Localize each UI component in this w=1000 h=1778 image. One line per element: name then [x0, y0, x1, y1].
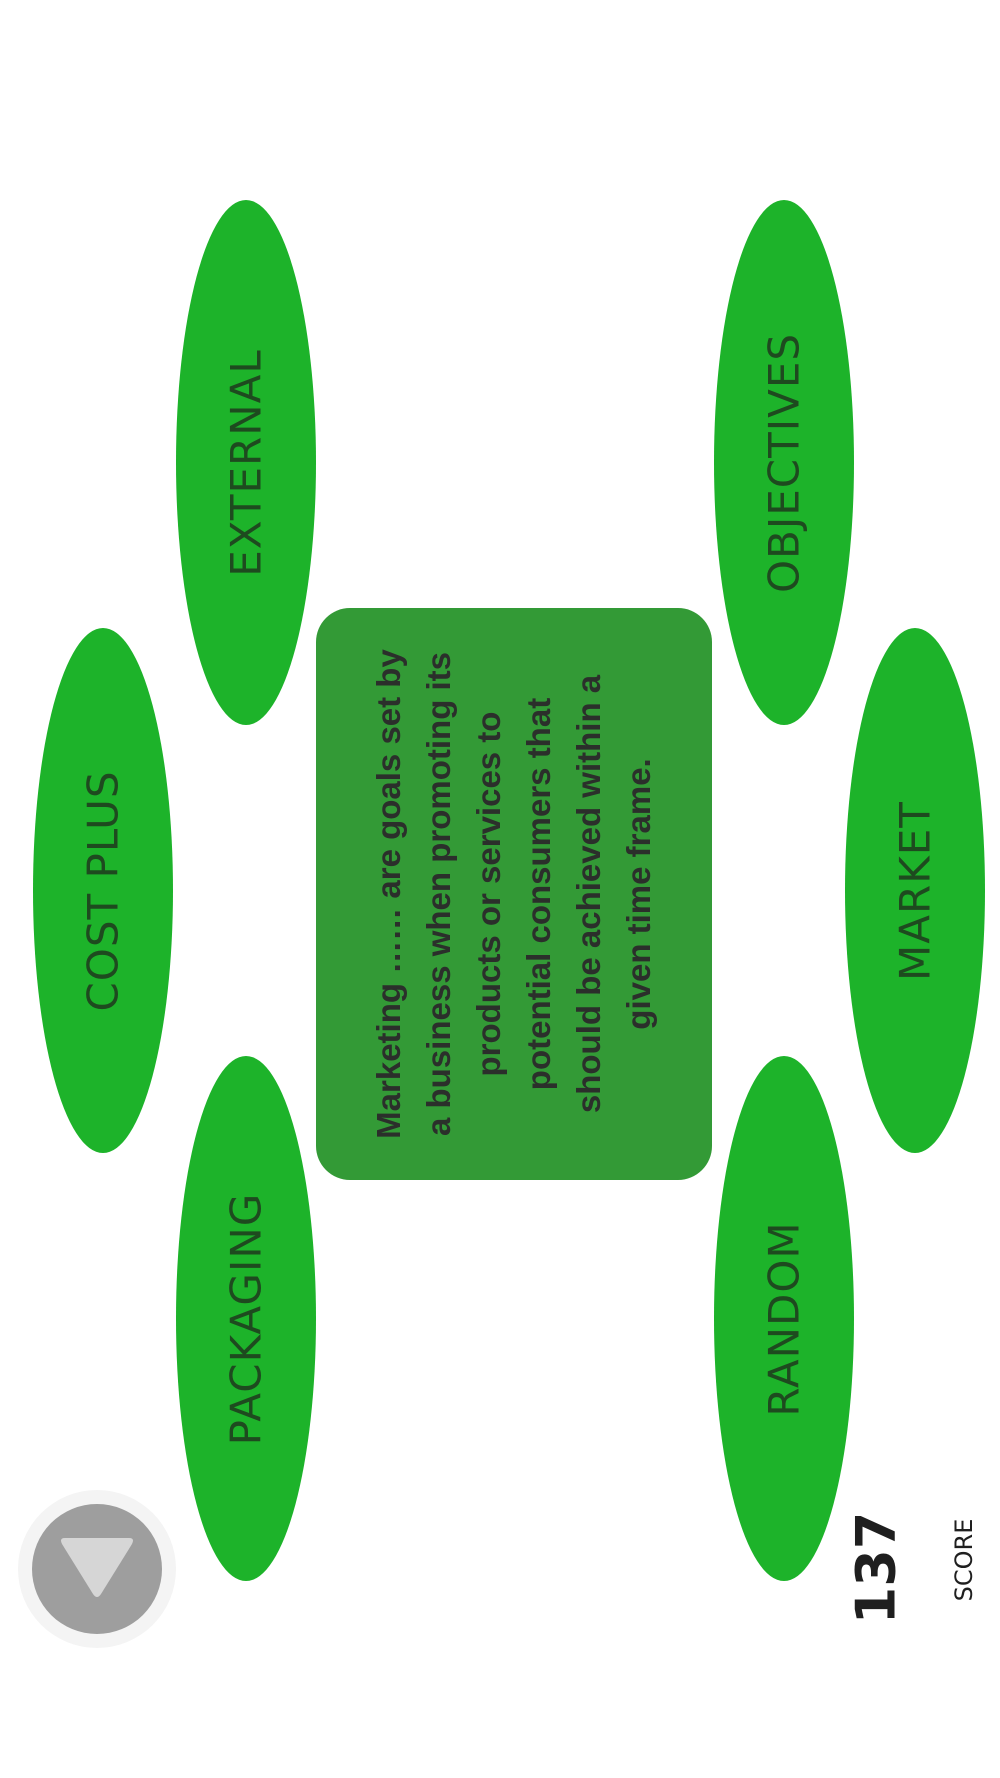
- answer-label: OBJECTIVES: [759, 332, 809, 593]
- score-display: 137 SCORE: [845, 1498, 986, 1638]
- menu-button-face: [32, 1504, 162, 1634]
- menu-button[interactable]: [18, 1490, 176, 1648]
- answer-objectives[interactable]: OBJECTIVES: [714, 200, 854, 725]
- answer-label: PACKAGING: [221, 1192, 271, 1445]
- answer-label: MARKET: [890, 800, 940, 981]
- answer-label: EXTERNAL: [221, 348, 271, 577]
- score-label: SCORE: [950, 1518, 978, 1602]
- answer-packaging[interactable]: PACKAGING: [176, 1056, 316, 1581]
- answer-label: RANDOM: [759, 1220, 809, 1417]
- score-value: 137: [844, 1511, 908, 1625]
- question-text: Marketing …… are goals set by a business…: [370, 649, 657, 1139]
- answer-label: COST PLUS: [78, 769, 128, 1012]
- question-card: Marketing …… are goals set by a business…: [316, 608, 712, 1180]
- triangle-down-icon: [61, 1538, 133, 1597]
- answer-market[interactable]: MARKET: [845, 628, 985, 1153]
- answer-external[interactable]: EXTERNAL: [176, 200, 316, 725]
- answer-random[interactable]: RANDOM: [714, 1056, 854, 1581]
- answer-cost-plus[interactable]: COST PLUS: [33, 628, 173, 1153]
